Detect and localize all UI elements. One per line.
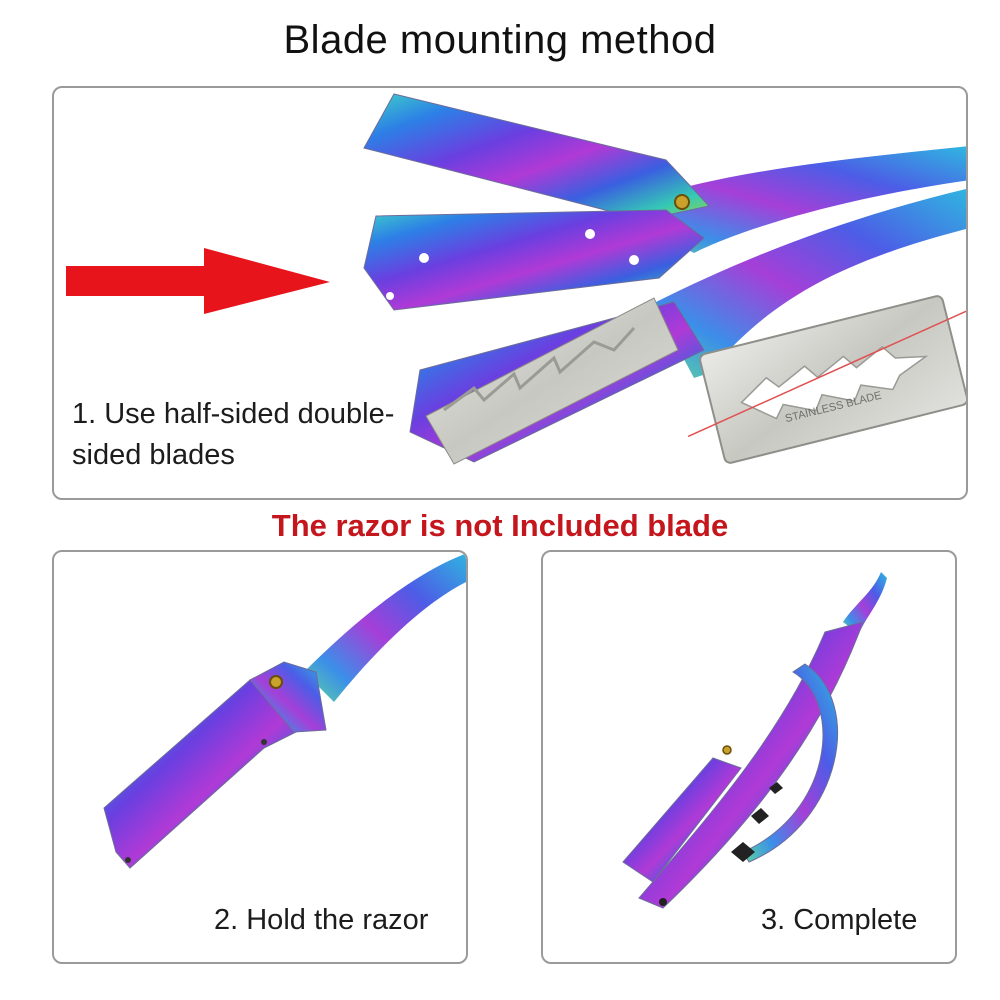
- double-edge-blade-icon: STAINLESS BLADE: [687, 295, 966, 464]
- red-arrow-icon: [66, 248, 330, 314]
- rainbow-razor-icon: [622, 572, 887, 909]
- step-3-caption: 3. Complete: [761, 904, 918, 936]
- step-3-panel: 3. Complete: [541, 550, 957, 964]
- step-2-panel: 2. Hold the razor: [52, 550, 468, 964]
- rainbow-razor-icon: [103, 553, 466, 869]
- step-1-panel: STAINLESS BLADE 1. Use half-sided double…: [52, 86, 968, 500]
- warning-text: The razor is not Included blade: [271, 508, 729, 543]
- step-2-caption: 2. Hold the razor: [214, 904, 429, 936]
- page-title: Blade mounting method: [283, 18, 717, 62]
- rainbow-razor-icon: STAINLESS BLADE: [66, 93, 966, 465]
- step-1-caption: 1. Use half-sided double-sided blades: [72, 398, 395, 471]
